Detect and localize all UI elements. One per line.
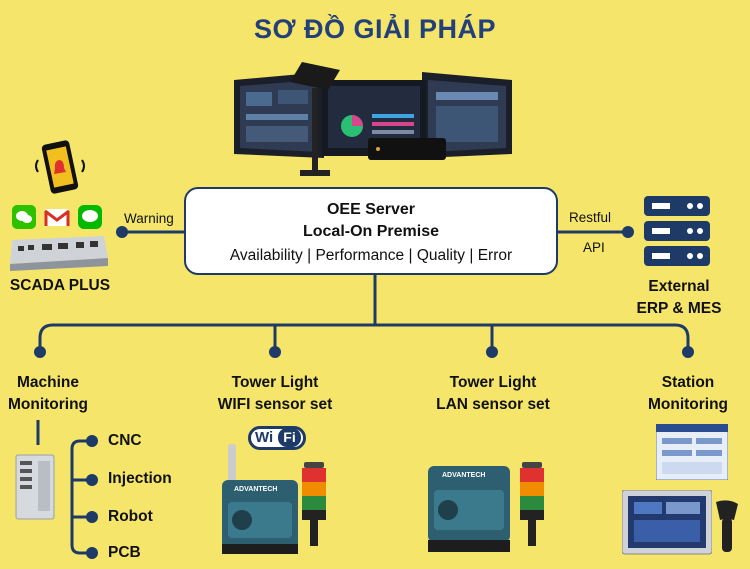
hmi-panel-icon <box>622 490 712 555</box>
restful-label: Restful <box>569 210 612 225</box>
scada-label: SCADA PLUS <box>9 277 111 294</box>
page-title: SƠ ĐỒ GIẢI PHÁP <box>253 14 497 44</box>
io-module-icon: ADVANTECH <box>220 444 300 556</box>
branch-label-machine: Machine Monitoring <box>7 374 89 413</box>
wifi-badge: Wi Fi <box>248 426 306 450</box>
industrial-pc-icon <box>15 454 55 520</box>
wechat-icon <box>12 205 36 229</box>
warning-label: Warning <box>124 211 174 226</box>
list-dot <box>86 511 98 523</box>
erp-label: External ERP & MES <box>636 278 722 317</box>
oee-server-box: OEE Server Local-On Premise Availability… <box>184 187 558 275</box>
machine-bracket <box>70 439 92 555</box>
list-item-cnc: CNC <box>108 432 142 449</box>
server-rack-icon <box>644 196 710 266</box>
list-item-robot: Robot <box>108 508 153 525</box>
branch-dot-wifi <box>269 346 281 358</box>
phone-alert-icon <box>35 140 85 194</box>
branch-dot-machine <box>34 346 46 358</box>
wifi-badge-fi: Fi <box>278 428 301 447</box>
list-item-injection: Injection <box>108 470 172 487</box>
bus-line <box>38 323 690 352</box>
hmi-panel-icon <box>656 424 728 480</box>
gmail-icon <box>44 209 70 226</box>
monitor-wall-icon <box>234 62 512 176</box>
barcode-scanner-icon <box>716 500 738 552</box>
tower-light-icon <box>302 462 326 546</box>
branch-label-lan: Tower Light LAN sensor set <box>436 374 550 413</box>
industrial-pc-icon <box>10 236 108 271</box>
api-label: API <box>583 240 605 255</box>
server-metrics: Availability | Performance | Quality | E… <box>229 247 513 264</box>
warning-link-dot <box>116 226 128 238</box>
line-icon <box>78 205 102 229</box>
server-title: OEE Server <box>326 201 416 218</box>
device-brand: ADVANTECH <box>234 486 278 493</box>
branch-dot-station <box>682 346 694 358</box>
tower-light-icon <box>520 462 544 546</box>
list-item-pcb: PCB <box>108 544 141 561</box>
api-link-dot <box>622 226 634 238</box>
branch-dot-lan <box>486 346 498 358</box>
list-dot <box>86 435 98 447</box>
list-dot <box>86 547 98 559</box>
branch-label-station: Station Monitoring <box>647 374 729 413</box>
server-subtitle: Local-On Premise <box>302 223 440 240</box>
wifi-badge-wi: Wi <box>255 429 274 446</box>
io-module-icon: ADVANTECH <box>426 462 512 554</box>
branch-label-wifi: Tower Light WIFI sensor set <box>217 374 333 413</box>
list-dot <box>86 474 98 486</box>
